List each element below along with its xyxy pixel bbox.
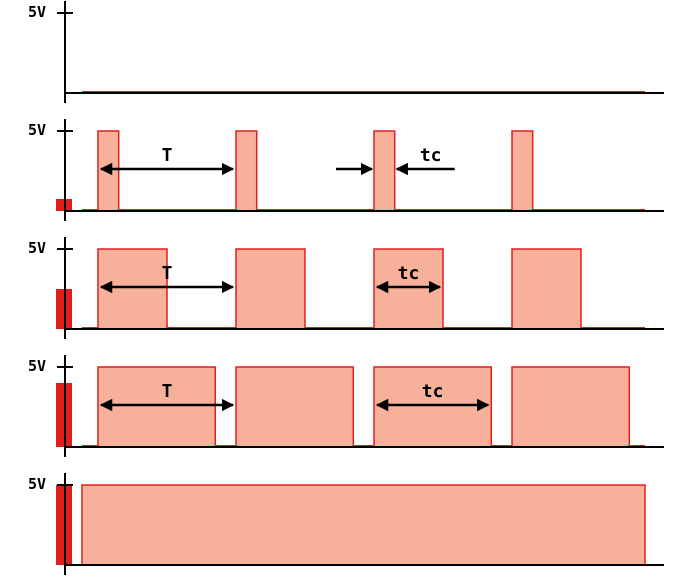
pulse	[97, 248, 168, 330]
pulse-width-label: tc	[420, 145, 442, 166]
period-label: T	[162, 145, 173, 166]
pulse	[235, 130, 258, 212]
pulse	[511, 366, 631, 448]
voltage-label: 5V	[28, 357, 46, 375]
panel-1: 5V	[28, 1, 664, 103]
pulse	[511, 130, 534, 212]
pulse-width-label: tc	[398, 263, 420, 284]
pulse	[81, 484, 646, 566]
pulse-width-label: tc	[422, 381, 444, 402]
panel-5: 5V	[28, 473, 664, 575]
voltage-label: 5V	[28, 3, 46, 21]
pulse	[373, 248, 444, 330]
pulse	[97, 366, 217, 448]
pulse	[511, 248, 582, 330]
pulse	[373, 130, 396, 212]
pulse	[235, 366, 355, 448]
period-label: T	[162, 381, 173, 402]
period-label: T	[162, 263, 173, 284]
voltage-label: 5V	[28, 121, 46, 139]
pulse	[373, 366, 493, 448]
pulse	[235, 248, 306, 330]
pulse	[97, 130, 120, 212]
voltage-label: 5V	[28, 239, 46, 257]
voltage-label: 5V	[28, 475, 46, 493]
